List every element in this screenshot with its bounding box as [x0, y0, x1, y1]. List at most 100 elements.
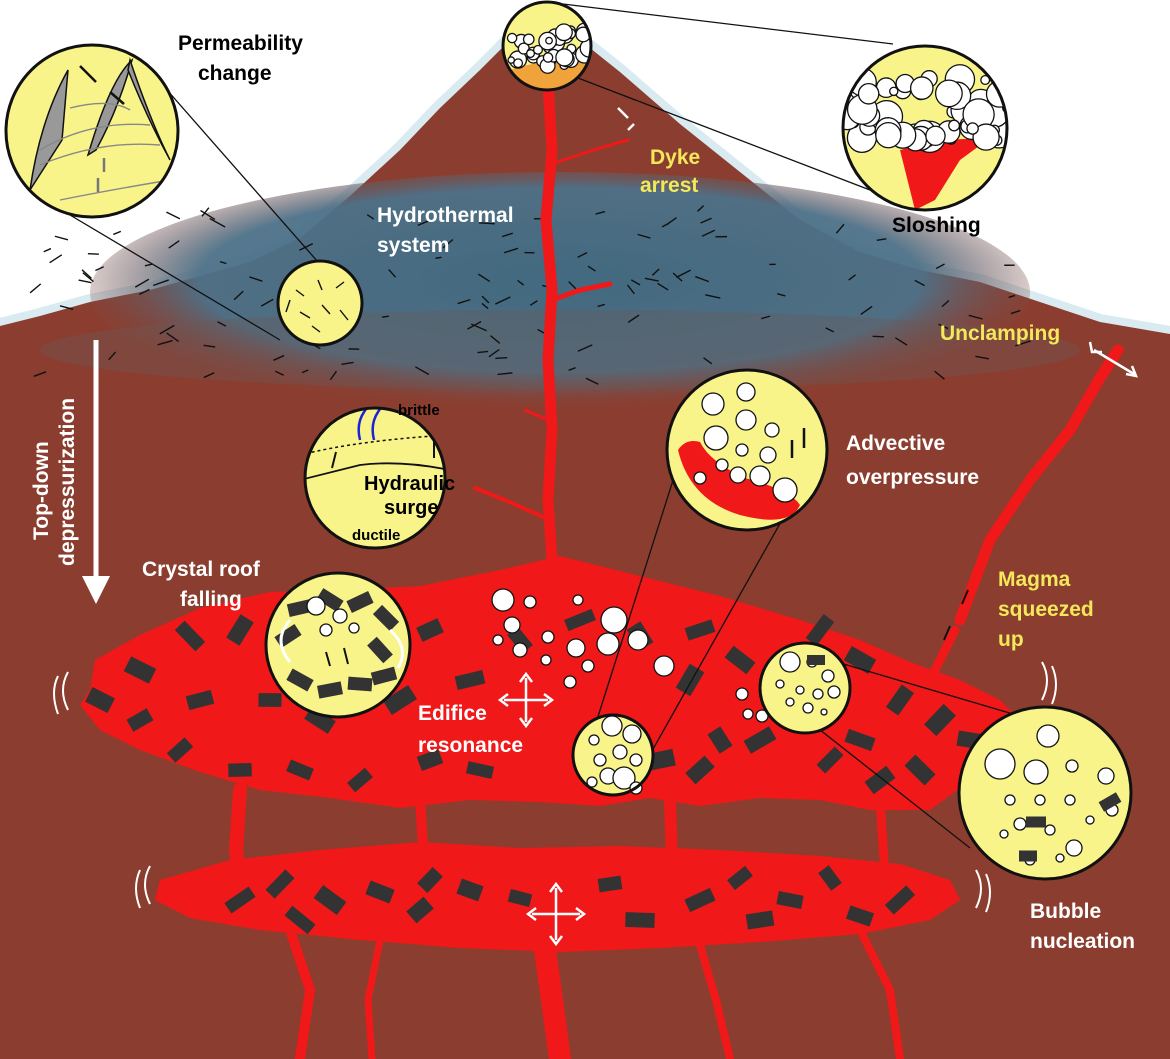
- fracture-mark: [33, 371, 47, 377]
- svg-text:Hydrothermal: Hydrothermal: [377, 204, 514, 227]
- fracture-mark: [81, 269, 92, 279]
- label-crystal-roof: Crystal roof falling: [142, 558, 261, 611]
- svg-text:resonance: resonance: [418, 734, 523, 757]
- permeability-inset: [4, 43, 180, 219]
- top-down-arrow: [82, 340, 110, 604]
- bubble: [503, 616, 521, 634]
- fracture-mark: [894, 337, 908, 346]
- bubble: [966, 122, 979, 135]
- fracture-mark: [568, 281, 577, 290]
- fracture-mark: [587, 265, 596, 272]
- fracture-mark: [700, 217, 712, 224]
- bubble: [513, 58, 524, 69]
- fracture-mark: [627, 314, 640, 323]
- bubble: [653, 655, 675, 677]
- crystal: [684, 619, 716, 641]
- lower-resonance-arrow: [525, 881, 587, 947]
- bubble: [925, 125, 946, 147]
- dyke-network: [473, 78, 1124, 685]
- crystal: [807, 655, 825, 665]
- hydraulic-surge-inset: [303, 406, 447, 550]
- fracture-mark: [968, 314, 983, 320]
- fracture-mark: [217, 321, 227, 327]
- bubble: [889, 86, 899, 97]
- crystal-roof-inset: [264, 571, 412, 719]
- crystal: [316, 588, 344, 612]
- fracture-mark: [479, 222, 495, 225]
- bubble: [542, 52, 554, 63]
- crystal: [226, 614, 254, 646]
- crystal: [685, 755, 715, 785]
- fracture-mark: [701, 229, 716, 237]
- fracture-mark: [201, 207, 210, 217]
- fracture-mark: [329, 370, 338, 381]
- crystal: [224, 886, 256, 914]
- fracture-mark: [577, 251, 588, 259]
- fracture-mark: [274, 370, 284, 376]
- bubble: [1004, 794, 1016, 806]
- crystal: [417, 866, 443, 894]
- crystal: [383, 685, 417, 715]
- crystal: [286, 759, 314, 781]
- crystal: [258, 693, 282, 707]
- bubble: [491, 588, 515, 612]
- bubble: [857, 82, 880, 105]
- nucleation-source-inset: [758, 641, 852, 735]
- bubble: [703, 425, 729, 451]
- bubble: [802, 702, 814, 714]
- fracture-mark: [477, 273, 491, 283]
- advective-overpressure-inset: [665, 368, 829, 532]
- bubble: [948, 119, 961, 132]
- svg-text:Hydraulic: Hydraulic: [364, 473, 455, 495]
- crystal: [286, 598, 314, 618]
- fracture-mark: [860, 305, 873, 315]
- crack-inset: [276, 259, 364, 347]
- crystal: [564, 608, 596, 632]
- bubble: [1065, 759, 1079, 773]
- crystal: [844, 728, 876, 752]
- fracture-mark: [260, 298, 274, 307]
- label-ductile: ductile: [352, 527, 400, 544]
- svg-text:nucleation: nucleation: [1030, 930, 1135, 953]
- fracture-mark: [568, 367, 576, 371]
- bubble: [581, 659, 595, 673]
- fracture-mark: [219, 261, 227, 265]
- crystal: [166, 737, 194, 763]
- bubble: [764, 422, 780, 438]
- fracture-mark: [157, 339, 173, 346]
- bubble: [772, 477, 798, 503]
- fracture-mark: [299, 242, 314, 251]
- bubble: [541, 630, 555, 644]
- crystal: [625, 912, 655, 928]
- bubble: [1034, 794, 1046, 806]
- fracture-mark: [595, 210, 606, 215]
- bubble: [812, 688, 824, 700]
- crystal: [507, 888, 533, 908]
- fracture-mark: [597, 303, 605, 308]
- fracture-mark: [203, 344, 216, 348]
- fracture-mark: [503, 247, 519, 254]
- fracture-mark: [488, 348, 500, 358]
- bubble: [306, 596, 326, 616]
- vibration-marks: [53, 19, 1057, 913]
- bubble: [506, 32, 518, 44]
- bubble: [593, 753, 607, 767]
- label-brittle: brittle: [398, 402, 440, 419]
- fracture-mark: [497, 372, 513, 376]
- fracture-mark: [341, 361, 354, 365]
- fracture-mark: [144, 263, 153, 267]
- fracture-mark: [585, 377, 599, 385]
- bubble: [588, 734, 600, 746]
- fracture-mark: [366, 214, 375, 220]
- crystal: [885, 684, 915, 716]
- bubble: [1097, 767, 1115, 785]
- fracture-mark: [49, 254, 63, 264]
- label-hydrothermal: Hydrothermal system: [377, 204, 514, 257]
- bubble-nucleation-inset: [957, 705, 1133, 881]
- crystal: [406, 896, 434, 924]
- unclamping-arrow: [1088, 341, 1139, 378]
- svg-text:Magma: Magma: [998, 568, 1071, 591]
- bubble: [601, 715, 623, 737]
- fracture-mark: [159, 324, 175, 335]
